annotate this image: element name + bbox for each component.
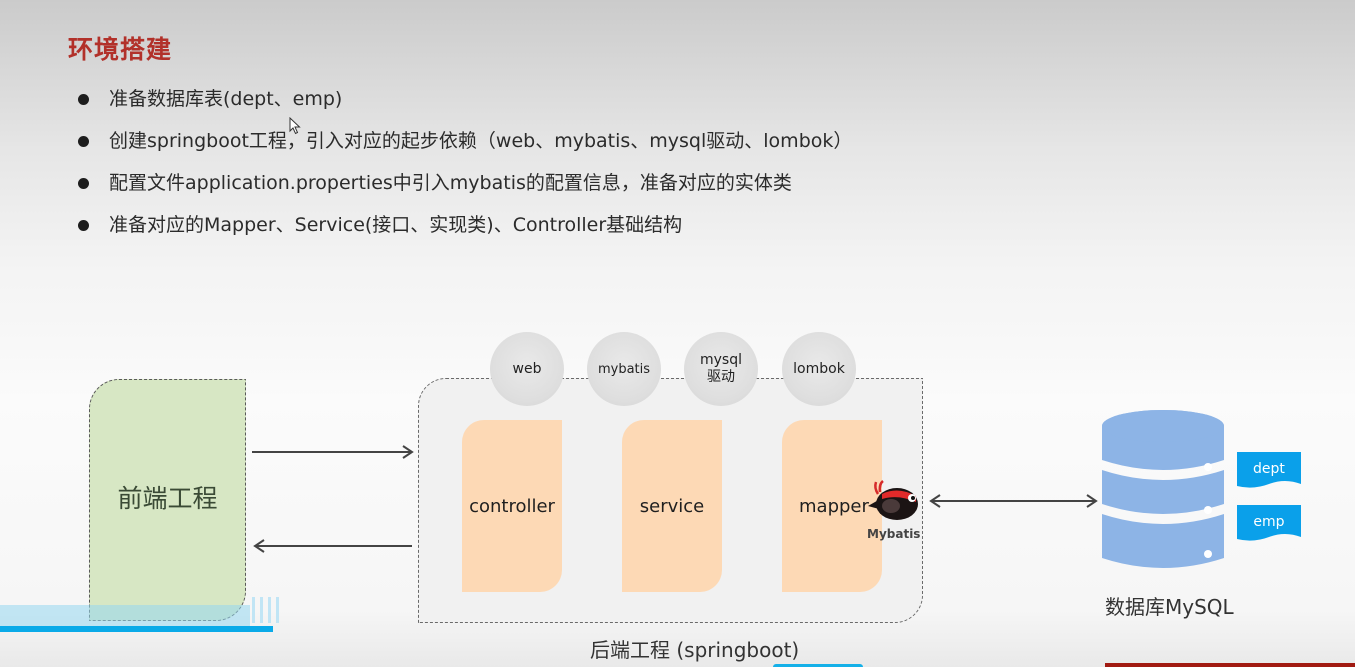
mapper-layer-label: mapper bbox=[799, 495, 869, 517]
backend-project-label: 后端工程 (springboot) bbox=[590, 638, 800, 662]
table-tag-dept: dept bbox=[1237, 452, 1301, 490]
database-label: 数据库MySQL bbox=[1105, 595, 1234, 619]
player-red-bar bbox=[1105, 663, 1355, 667]
bullet-item: 准备对应的Mapper、Service(接口、实现类)、Controller基础… bbox=[76, 212, 852, 254]
controller-layer-label: controller bbox=[469, 495, 555, 517]
service-layer-label: service bbox=[639, 495, 705, 517]
bullet-text: 准备数据库表(dept、emp) bbox=[109, 88, 343, 110]
mouse-cursor-icon bbox=[289, 117, 301, 135]
player-progress-buffer bbox=[0, 605, 250, 627]
mybatis-bird-icon bbox=[868, 480, 918, 520]
dependency-label: mybatis bbox=[597, 361, 651, 377]
table-tag-emp: emp bbox=[1237, 505, 1301, 543]
service-layer: service bbox=[622, 420, 722, 592]
bullet-dot-icon bbox=[78, 136, 89, 147]
table-tag-label: dept bbox=[1253, 461, 1285, 477]
bullet-dot-icon bbox=[78, 94, 89, 105]
bullet-item: 配置文件application.properties中引入mybatis的配置信… bbox=[76, 170, 852, 212]
request-arrow bbox=[252, 445, 414, 459]
player-control-tab[interactable] bbox=[773, 664, 863, 667]
bullet-text: 配置文件application.properties中引入mybatis的配置信… bbox=[109, 172, 792, 194]
bullet-list: 准备数据库表(dept、emp) 创建springboot工程，引入对应的起步依… bbox=[76, 86, 852, 254]
dependency-label: mysql bbox=[700, 352, 742, 368]
bullet-text: 创建springboot工程，引入对应的起步依赖（web、mybatis、mys… bbox=[109, 130, 853, 152]
dependency-sublabel: 驱动 bbox=[707, 369, 735, 385]
bullet-dot-icon bbox=[78, 178, 89, 189]
bullet-item: 准备数据库表(dept、emp) bbox=[76, 86, 852, 128]
table-tag-shape bbox=[1237, 452, 1301, 488]
frontend-project-label: 前端工程 bbox=[117, 484, 218, 513]
table-tag-label: emp bbox=[1253, 514, 1285, 530]
bullet-dot-icon bbox=[78, 220, 89, 231]
dependency-label: lombok bbox=[793, 360, 845, 377]
player-progress-bar[interactable] bbox=[0, 626, 273, 632]
backend-project-box: controller service mapper bbox=[418, 378, 923, 623]
slide-title: 环境搭建 bbox=[68, 35, 173, 64]
mapper-layer: mapper bbox=[782, 420, 882, 592]
response-arrow bbox=[253, 539, 412, 553]
database-cylinder-icon bbox=[1102, 410, 1224, 568]
database-bidirectional-arrow bbox=[929, 494, 1098, 508]
player-progress-ticks bbox=[252, 597, 284, 623]
mybatis-logo-label: Mybatis bbox=[867, 527, 921, 541]
bullet-item: 创建springboot工程，引入对应的起步依赖（web、mybatis、mys… bbox=[76, 128, 852, 170]
dependency-label: web bbox=[512, 360, 542, 377]
dependency-mybatis: mybatis bbox=[587, 332, 661, 406]
dependency-web: web bbox=[490, 332, 564, 406]
controller-layer: controller bbox=[462, 420, 562, 592]
bullet-text: 准备对应的Mapper、Service(接口、实现类)、Controller基础… bbox=[109, 214, 683, 236]
frontend-project-box: 前端工程 bbox=[89, 379, 246, 621]
table-tag-shape bbox=[1237, 505, 1301, 541]
dependency-lombok: lombok bbox=[782, 332, 856, 406]
